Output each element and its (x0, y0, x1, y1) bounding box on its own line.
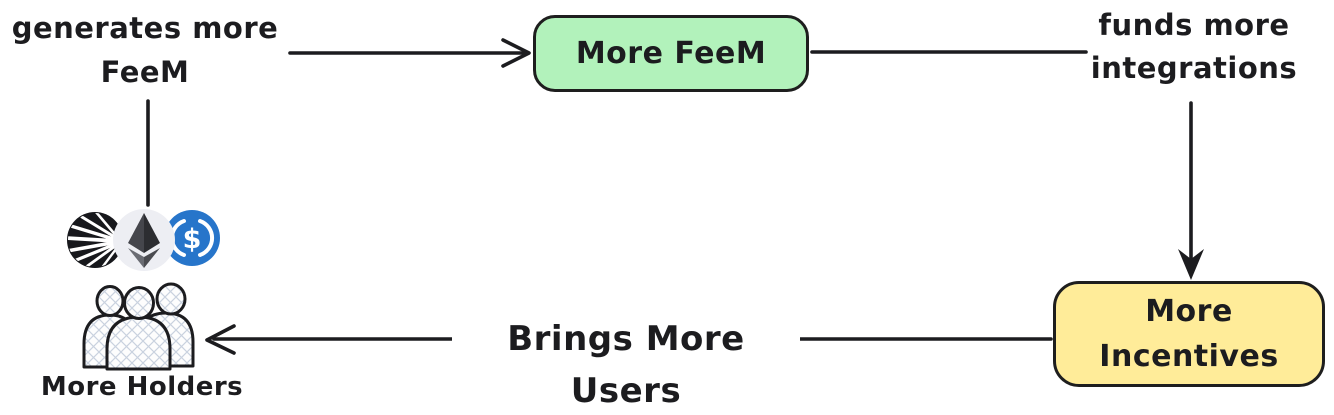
ethereum-coin-icon (113, 209, 175, 271)
funds-more-integrations-label: funds more integrations (1090, 8, 1298, 85)
svg-text:$: $ (183, 224, 202, 255)
sonic-coin-icon (67, 212, 123, 268)
generates-more-feem-label: generates more FeeM (11, 11, 279, 89)
holders-group-icon (82, 282, 195, 371)
usdc-coin-icon: $ (164, 210, 220, 266)
node-more-feem-label: More FeeM (575, 36, 767, 71)
arrow-generates-to-more-feem (288, 38, 531, 68)
coin-icons: $ (67, 209, 220, 271)
more-holders-label: More Holders (40, 372, 244, 402)
node-more-incentives-label: More Incentives (1099, 294, 1279, 374)
node-more-feem: More FeeM (533, 15, 809, 92)
arrow-funds-to-more-incentives (1178, 101, 1204, 280)
brings-more-users-label: Brings More Users (452, 313, 800, 415)
node-more-incentives: More Incentives (1053, 281, 1325, 387)
